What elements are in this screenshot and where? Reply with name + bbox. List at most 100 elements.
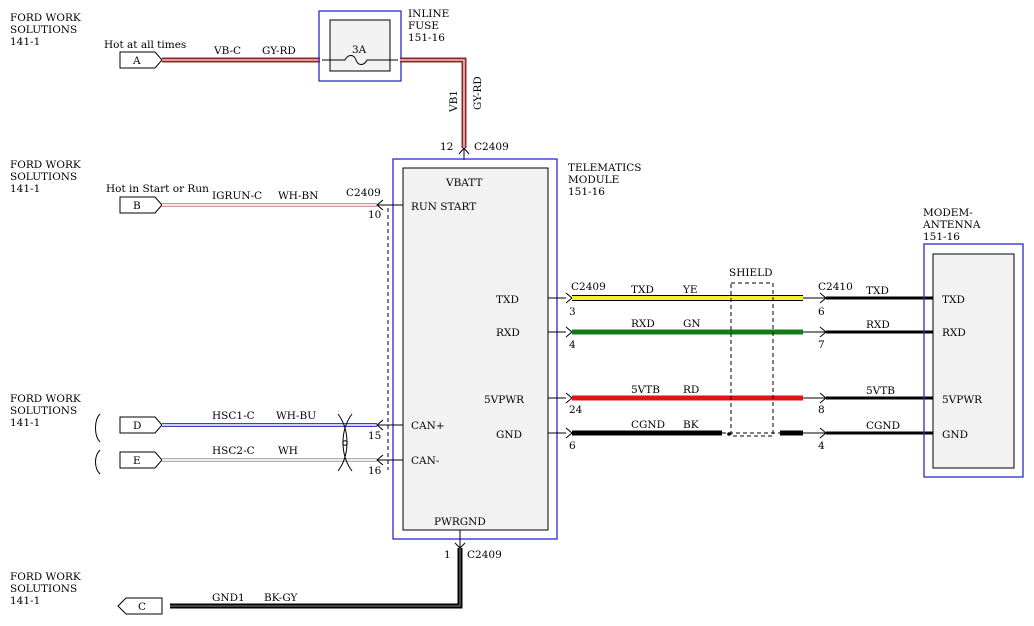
circuit-ant-rxd: RXD [866, 319, 890, 331]
ref-4-line3: 141-1 [10, 595, 40, 607]
ref-2-line2: SOLUTIONS [10, 171, 77, 183]
shield-outline [730, 282, 774, 437]
inline-fuse-body [329, 19, 391, 72]
gnd-arrow-left [565, 427, 573, 439]
connector-e-label: E [133, 455, 141, 467]
c2409-bottom: C2409 [467, 549, 502, 561]
circuit-5vtb: 5VTB [631, 384, 660, 396]
bracket-e [95, 449, 101, 475]
pin-1: 1 [444, 549, 451, 561]
antenna-title-1: MODEM- [923, 207, 973, 219]
circuit-hsc2: HSC2-C [212, 445, 255, 457]
circuit-bkgy: BK-GY [264, 592, 299, 604]
connector-b-label: B [133, 200, 141, 212]
connector-c [117, 597, 163, 615]
circuit-txd: TXD [631, 284, 654, 296]
shield-drain-node [727, 432, 731, 436]
rxd-arrow-left [565, 326, 573, 338]
ref-2-line3: 141-1 [10, 183, 40, 195]
module-page: 151-16 [568, 186, 605, 198]
ref-3-line2: SOLUTIONS [10, 405, 77, 417]
pin-4: 4 [569, 339, 576, 351]
pin-24: 24 [569, 404, 583, 416]
circuit-ye: YE [682, 284, 698, 296]
wire-gnd1-stripe [170, 548, 461, 607]
circuit-vb1: VB1 [448, 90, 460, 113]
ref-4-line2: SOLUTIONS [10, 583, 77, 595]
circuit-gnd1: GND1 [212, 592, 245, 604]
circuit-rxd: RXD [631, 318, 655, 330]
module-can-minus: CAN- [411, 455, 440, 467]
circuit-ant-5vtb: 5VTB [866, 385, 895, 397]
wire-vb1-inner [400, 59, 465, 148]
pin-16: 16 [368, 465, 382, 477]
fuse-symbol [322, 55, 398, 65]
circuit-cgnd: CGND [631, 419, 665, 431]
pin-15: 15 [368, 430, 381, 442]
antenna-title-2: ANTENNA [922, 219, 981, 231]
pin-3: 3 [569, 306, 576, 318]
pin-12: 12 [440, 141, 453, 153]
connector-b [119, 196, 163, 214]
inline-fuse-outline [318, 10, 402, 82]
telematics-module-body [402, 167, 549, 531]
module-rxd: RXD [496, 327, 520, 339]
circuit-rd: RD [683, 384, 699, 396]
bracket-d [95, 413, 101, 443]
connector-c-label: C [138, 601, 146, 613]
antenna-gnd: GND [942, 429, 968, 441]
circuit-gyrd-vertical: GY-RD [472, 76, 484, 110]
telematics-module-outline [392, 158, 558, 540]
pin-6: 6 [569, 440, 576, 452]
connector-e [119, 451, 163, 469]
antenna-5vpwr: 5VPWR [942, 394, 983, 406]
circuit-hsc1: HSC1-C [212, 410, 255, 422]
ref-label-4: FORD WORK SOLUTIONS 141-1 [10, 571, 81, 607]
circuit-whbu: WH-BU [276, 410, 316, 422]
pin-4b: 4 [818, 440, 825, 452]
ref-2-line1: FORD WORK [10, 159, 81, 171]
module-title-2: MODULE [568, 174, 619, 186]
ref-1-line3: 141-1 [10, 36, 40, 48]
fuse-rating: 3A [352, 44, 367, 56]
pin-7: 7 [818, 339, 825, 351]
txd-arrow-left [565, 292, 573, 304]
antenna-page: 151-16 [923, 231, 960, 243]
hot-in-start-label: Hot in Start or Run [106, 183, 209, 195]
circuit-gyrd: GY-RD [262, 45, 296, 57]
ref-3-line3: 141-1 [10, 417, 40, 429]
circuit-ant-cgnd: CGND [866, 420, 900, 432]
pin-10: 10 [368, 209, 381, 221]
module-run-start: RUN START [411, 201, 476, 213]
ref-label-1: FORD WORK SOLUTIONS 141-1 [10, 12, 81, 48]
circuit-igrun: IGRUN-C [212, 190, 262, 202]
circuit-ant-txd: TXD [866, 285, 889, 297]
circuit-gn: GN [683, 318, 701, 330]
c2409-top: C2409 [474, 141, 509, 153]
connector-d-label: D [133, 420, 141, 432]
antenna-rxd: RXD [942, 327, 966, 339]
module-can-plus: CAN+ [411, 420, 445, 432]
fuse-title-1: INLINE [408, 8, 449, 20]
ref-1-line2: SOLUTIONS [10, 24, 77, 36]
shield-label: SHIELD [729, 267, 773, 279]
circuit-vbc: VB-C [213, 45, 241, 57]
connector-a-label: A [132, 55, 141, 67]
circuit-whbn: WH-BN [278, 190, 318, 202]
circuit-wh: WH [278, 445, 298, 457]
ref-1-line1: FORD WORK [10, 12, 81, 24]
modem-antenna-outline [923, 243, 1024, 478]
module-pwrgnd: PWRGND [434, 516, 486, 528]
twisted-pair-node [342, 440, 348, 446]
hot-at-all-times-label: Hot at all times [104, 39, 186, 51]
ref-3-line1: FORD WORK [10, 393, 81, 405]
modem-antenna-body [932, 253, 1015, 469]
antenna-txd: TXD [942, 294, 965, 306]
fuse-title-2: FUSE [408, 20, 439, 32]
connector-a [119, 51, 163, 69]
ref-label-3: FORD WORK SOLUTIONS 141-1 [10, 393, 81, 429]
connector-d [119, 416, 163, 434]
ref-label-2: FORD WORK SOLUTIONS 141-1 [10, 159, 81, 195]
fuse-page: 151-16 [408, 32, 445, 44]
